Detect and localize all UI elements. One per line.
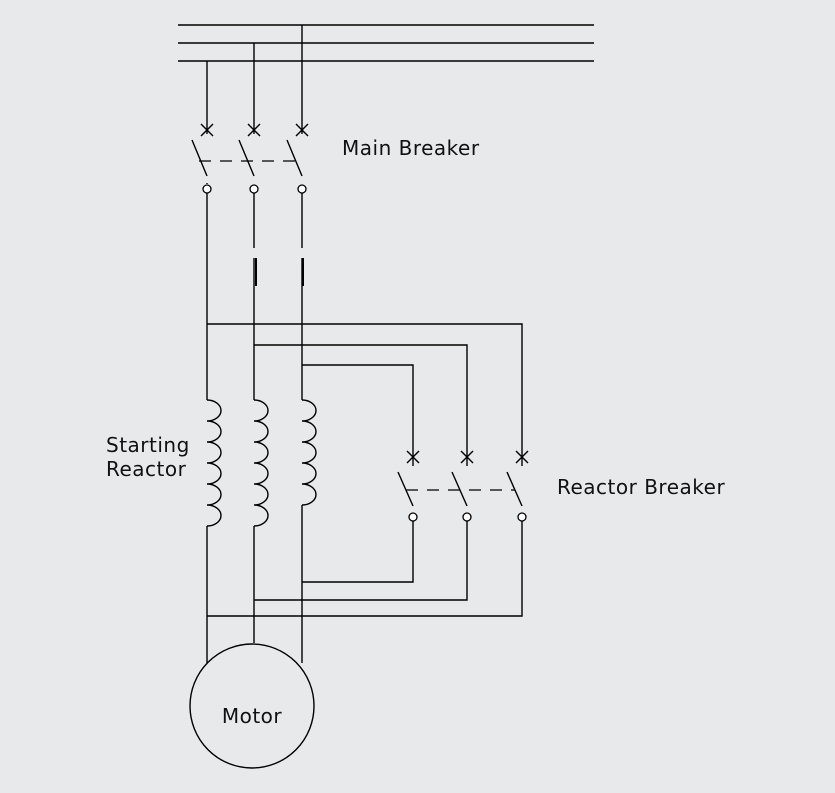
three-phase-bus xyxy=(178,24,594,62)
main-breaker xyxy=(191,123,309,194)
main-breaker-pole-a xyxy=(191,123,214,194)
motor-label: Motor xyxy=(222,704,283,728)
main-breaker-pole-b xyxy=(238,123,261,194)
starting-reactor xyxy=(206,399,317,527)
reactor-breaker xyxy=(397,450,529,522)
starting-reactor-label-line1: Starting xyxy=(106,433,190,457)
reactor-breaker-label: Reactor Breaker xyxy=(557,475,725,499)
reactor-coil-phase-a xyxy=(206,399,222,527)
motor-symbol xyxy=(189,643,315,769)
bus-taps xyxy=(206,25,303,134)
reactor-breaker-pole-c xyxy=(506,450,529,522)
main-breaker-label: Main Breaker xyxy=(342,136,480,160)
starting-reactor-label-line2: Reactor xyxy=(106,457,187,481)
reactor-breaker-pole-a xyxy=(397,450,420,522)
bypass-returns xyxy=(207,521,523,617)
bypass-wiring xyxy=(207,323,523,466)
reactor-coil-phase-b xyxy=(253,399,269,527)
main-breaker-pole-c xyxy=(286,123,309,194)
motor: Motor xyxy=(189,643,315,769)
main-conductors xyxy=(206,193,304,400)
reactor-breaker-pole-b xyxy=(451,450,474,522)
reactor-coil-phase-c xyxy=(301,399,317,506)
reactor-outputs xyxy=(206,505,303,663)
